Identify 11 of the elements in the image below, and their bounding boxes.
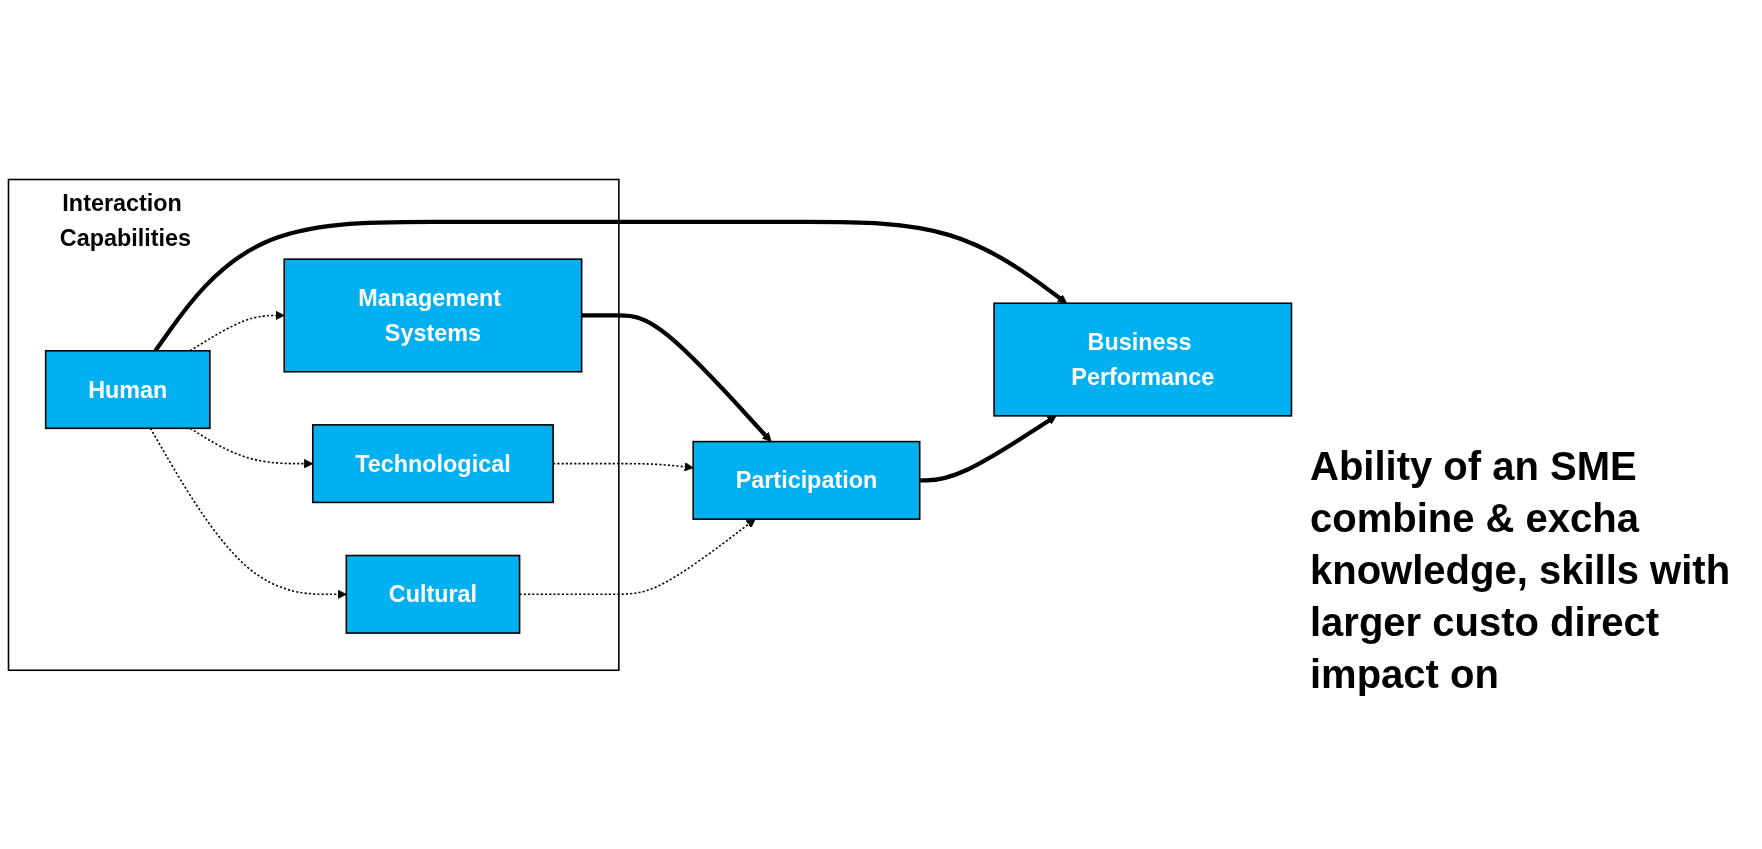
arrow	[581, 312, 772, 442]
arrow	[149, 427, 347, 599]
arrow	[153, 219, 1068, 352]
node-box: Technological	[311, 423, 554, 503]
node-box: Business Performance	[993, 302, 1293, 417]
node-box: Management Systems	[283, 258, 583, 373]
node-box: Human	[44, 349, 211, 429]
note-text: Ability of an SME combine & excha knowledge, skills with larger custo direct impact on	[1310, 443, 1732, 698]
node-box: Cultural	[345, 554, 521, 634]
node-box: Participation	[692, 440, 921, 520]
arrow	[919, 415, 1057, 483]
